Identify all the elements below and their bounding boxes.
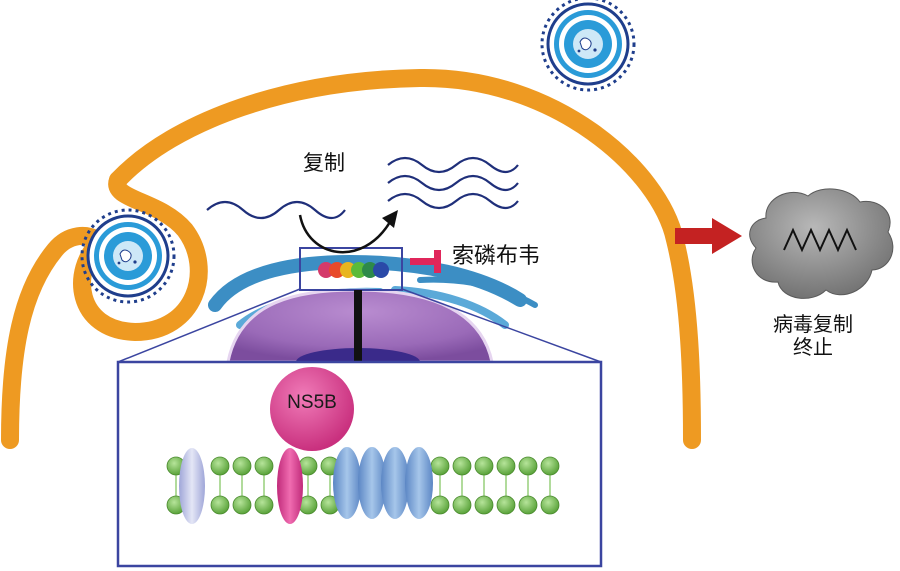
nucleotide-beads-icon bbox=[318, 262, 389, 278]
lipid-head bbox=[210, 456, 230, 476]
blob-rna-wave bbox=[783, 227, 857, 253]
membrane-protein-blue-2 bbox=[358, 447, 386, 519]
cell-membrane bbox=[1, 226, 109, 449]
lipid-head bbox=[210, 495, 230, 515]
lipid-head bbox=[452, 456, 472, 476]
lipid-head bbox=[540, 495, 560, 515]
lipid-head bbox=[430, 456, 450, 476]
zoom-line-left bbox=[117, 288, 301, 363]
inhibitor-bar-icon bbox=[410, 250, 441, 273]
membrane-protein-blue-4 bbox=[405, 447, 433, 519]
lipid-bilayer bbox=[166, 456, 560, 515]
red-arrow-icon bbox=[675, 218, 742, 254]
replication-label: 复制 bbox=[303, 151, 345, 175]
lipid-head bbox=[232, 495, 252, 515]
replication-complex-frame bbox=[299, 247, 403, 291]
cell-membrane-top bbox=[109, 68, 701, 449]
lipid-head bbox=[496, 495, 516, 515]
lipid-head bbox=[254, 495, 274, 515]
lipid-head bbox=[452, 495, 472, 515]
virus-icon bbox=[540, 0, 636, 92]
membrane-protein-blue-3 bbox=[381, 447, 409, 519]
lipid-head bbox=[518, 495, 538, 515]
zoom-line-right bbox=[401, 288, 602, 363]
membrane-protein-blue-1 bbox=[333, 447, 361, 519]
lipid-head bbox=[474, 456, 494, 476]
membrane-protein-lilac bbox=[179, 448, 205, 524]
replication-stop-label: 病毒复制 终止 bbox=[770, 313, 856, 359]
ns5b-label: NS5B bbox=[287, 392, 337, 413]
connector-rod bbox=[354, 290, 362, 378]
lipid-head bbox=[540, 456, 560, 476]
lipid-head bbox=[474, 495, 494, 515]
lipid-head bbox=[496, 456, 516, 476]
replication-stop-line-1: 病毒复制 bbox=[773, 312, 853, 336]
lipid-head bbox=[232, 456, 252, 476]
membrane-protein-magenta bbox=[277, 448, 303, 524]
rna-strands bbox=[206, 156, 519, 220]
virus-icon bbox=[80, 208, 176, 304]
lipid-head bbox=[430, 495, 450, 515]
lipid-head bbox=[518, 456, 538, 476]
replication-arrow bbox=[298, 210, 398, 254]
lipid-head bbox=[254, 456, 274, 476]
ns5b-protein bbox=[270, 367, 354, 451]
endocytosis-pocket bbox=[73, 171, 208, 342]
replication-stop-line-2: 终止 bbox=[793, 335, 833, 359]
drug-label-sofosbuvir: 索磷布韦 bbox=[452, 244, 541, 269]
gray-virus-blob-icon bbox=[749, 188, 894, 299]
